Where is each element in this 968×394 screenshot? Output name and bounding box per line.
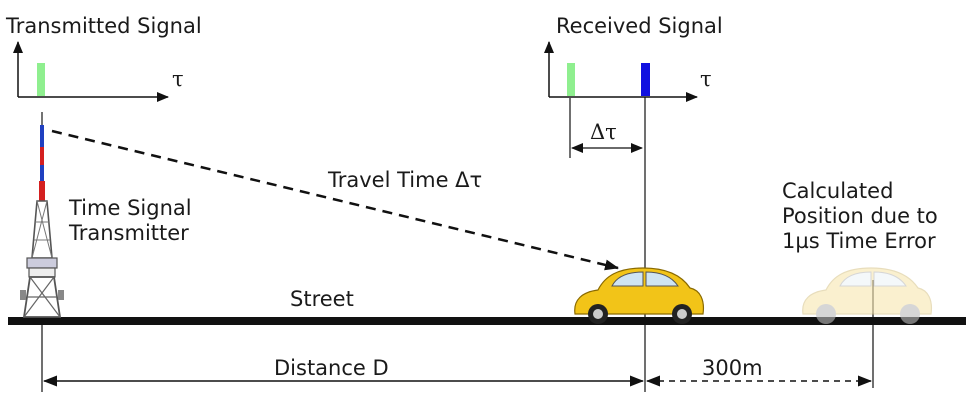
distance-label: Distance D — [274, 356, 389, 380]
transmitted-signal-label: Transmitted Signal — [6, 14, 202, 38]
error-distance-label: 300m — [702, 356, 763, 380]
tau-axis-label: τ — [172, 67, 184, 91]
street-label: Street — [290, 287, 354, 311]
travel-time-label: Travel Time Δτ — [328, 168, 483, 192]
transmitter-label: Time Signal Transmitter — [69, 196, 192, 245]
travel-path-arrow — [51, 129, 619, 271]
street — [8, 317, 966, 325]
transmitted-signal-plot — [13, 41, 169, 102]
delta-tau-bracket — [569, 98, 643, 158]
transmitted-pulse — [37, 63, 45, 96]
received-reference-pulse — [567, 63, 575, 96]
tau-axis-label-received: τ — [700, 67, 712, 91]
delta-tau-label: Δτ — [590, 120, 617, 144]
calculated-position-label: Calculated Position due to 1µs Time Erro… — [782, 179, 938, 253]
received-signal-label: Received Signal — [556, 14, 723, 38]
received-signal-plot — [544, 41, 698, 102]
car-icon — [574, 267, 705, 324]
ghost-car-icon — [802, 267, 933, 324]
radio-tower-icon — [20, 112, 64, 318]
received-pulse — [641, 63, 650, 96]
